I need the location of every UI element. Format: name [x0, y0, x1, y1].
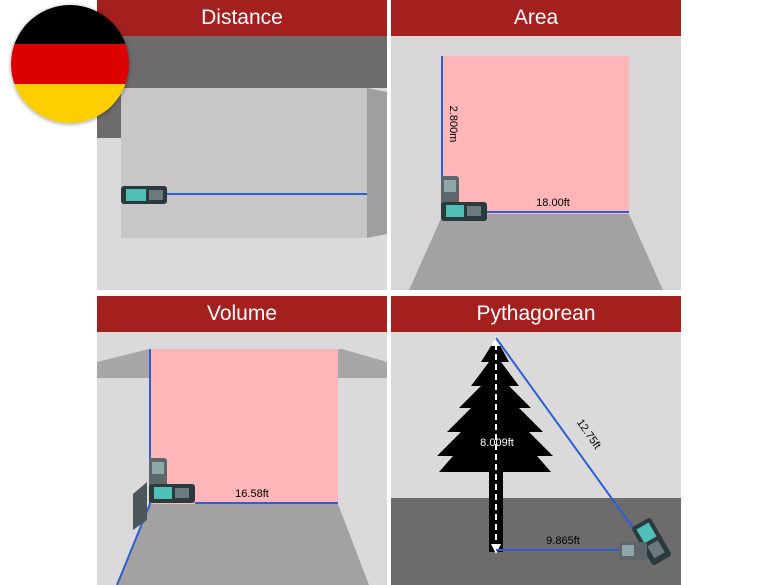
laser-meter-icon [121, 186, 167, 204]
laser-meter-side-icon [133, 482, 147, 530]
panel-title-area: Area [391, 0, 681, 36]
distance-box-side [367, 88, 387, 238]
laser-meter-icon [619, 542, 647, 560]
area-floor [409, 214, 663, 290]
laser-meter-icon [441, 202, 487, 221]
panel-title-distance: Distance [97, 0, 387, 36]
volume-width-label: 16.58ft [235, 488, 269, 500]
panel-title-volume: Volume [97, 296, 387, 332]
panel-title-pythagorean: Pythagorean [391, 296, 681, 332]
panel-distance: Distance [97, 0, 387, 290]
distance-scene [97, 36, 387, 290]
area-width-label: 18.00ft [536, 197, 570, 209]
volume-floor [117, 504, 369, 585]
distance-box-front [121, 88, 367, 238]
laser-meter-icon [149, 484, 195, 503]
arrow-up-icon [491, 336, 501, 346]
pythagorean-base-label: 9.865ft [546, 535, 580, 547]
volume-highlight [150, 349, 338, 504]
pythagorean-height-label: 8.009ft [480, 437, 514, 449]
pythagorean-hypotenuse-line [495, 337, 650, 551]
panel-pythagorean: Pythagorean 8.009ft 12.75ft 9.865ft [391, 296, 681, 585]
laser-meter-angled-icon [632, 518, 671, 566]
panel-volume: Volume 16.58ft [97, 296, 387, 585]
flag-stripe-red [11, 44, 129, 84]
area-height-label: 2.800m [447, 106, 459, 143]
pythagorean-scene: 8.009ft 12.75ft 9.865ft [391, 332, 681, 585]
germany-flag-icon [11, 5, 129, 123]
pythagorean-ground [391, 498, 681, 585]
area-highlight [443, 56, 629, 214]
panel-area: Area 2.800m 18.00ft [391, 0, 681, 290]
area-scene: 2.800m 18.00ft [391, 36, 681, 290]
tree-trunk [489, 470, 503, 552]
volume-scene: 16.58ft [97, 332, 387, 585]
